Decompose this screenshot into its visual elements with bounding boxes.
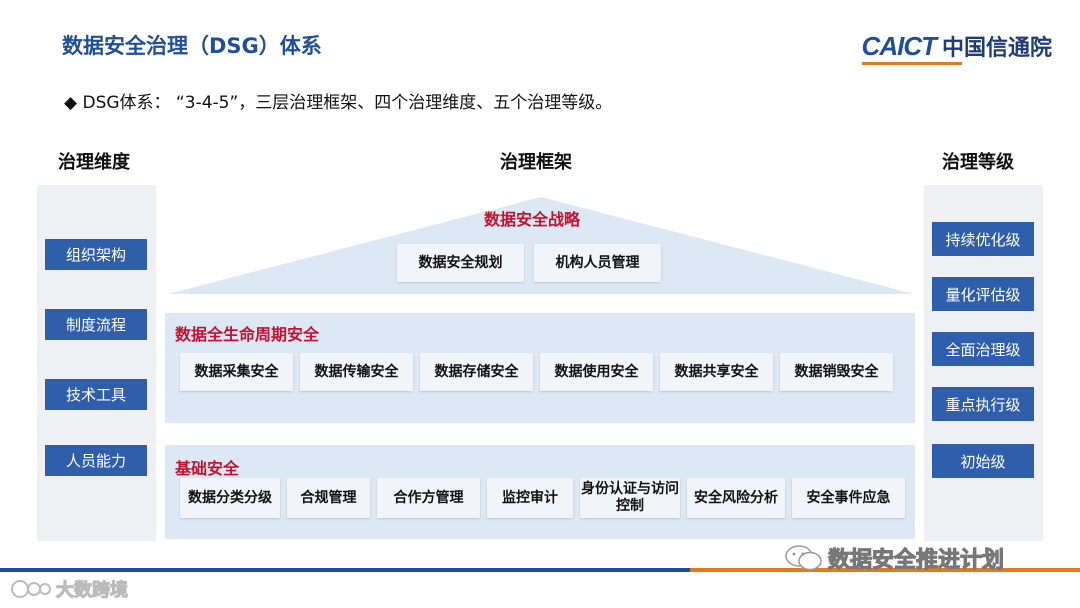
dimension-item: 技术工具	[45, 379, 147, 410]
foundation-item: 安全事件应急	[792, 478, 905, 518]
lifecycle-item: 数据共享安全	[660, 353, 773, 391]
lifecycle-item: 数据采集安全	[180, 353, 293, 391]
dimensions-panel: 组织架构 制度流程 技术工具 人员能力	[37, 185, 156, 541]
corner-watermark-text: 大数跨境	[56, 580, 129, 602]
level-item: 初始级	[932, 444, 1034, 478]
logo-underline	[861, 62, 962, 65]
heading-dimensions: 治理维度	[58, 152, 130, 173]
wechat-watermark: 数据安全推进计划	[784, 542, 1005, 574]
dimension-item: 制度流程	[45, 309, 147, 340]
foundation-item: 数据分类分级	[180, 478, 280, 518]
level-item: 全面治理级	[932, 332, 1034, 366]
logo-text-cn: 中国信通院	[941, 36, 1052, 61]
strategy-item: 数据安全规划	[397, 244, 524, 282]
strategy-title: 数据安全战略	[484, 210, 581, 229]
levels-panel: 持续优化级 量化评估级 全面治理级 重点执行级 初始级	[924, 185, 1043, 541]
lifecycle-item: 数据存储安全	[420, 353, 533, 391]
dimension-item: 组织架构	[45, 239, 147, 270]
heading-framework: 治理框架	[500, 152, 572, 173]
subtitle: ◆ DSG体系： “3-4-5”，三层治理框架、四个治理维度、五个治理等级。	[64, 93, 613, 113]
level-item: 重点执行级	[932, 387, 1034, 421]
lifecycle-item: 数据使用安全	[540, 353, 653, 391]
footer-line-blue	[0, 568, 1080, 572]
level-item: 量化评估级	[932, 277, 1034, 311]
caict-logo: CAICT 中国信通院	[861, 30, 1052, 65]
wechat-account-name: 数据安全推进计划	[827, 548, 1005, 574]
foundation-item: 合作方管理	[377, 478, 480, 518]
dimension-item: 人员能力	[45, 445, 147, 476]
wechat-icon	[785, 545, 822, 571]
corner-watermark: 大数跨境	[10, 576, 129, 602]
foundation-item: 安全风险分析	[687, 478, 785, 518]
lifecycle-title: 数据全生命周期安全	[175, 325, 320, 344]
heading-levels: 治理等级	[942, 152, 1014, 173]
strategy-item: 机构人员管理	[534, 244, 661, 282]
foundation-item: 合规管理	[287, 478, 370, 518]
footer-line-orange	[690, 568, 1080, 572]
level-item: 持续优化级	[932, 222, 1034, 256]
lifecycle-item: 数据销毁安全	[780, 353, 893, 391]
lifecycle-item: 数据传输安全	[300, 353, 413, 391]
page-title: 数据安全治理（DSG）体系	[62, 34, 322, 58]
logo-text-en: CAICT	[861, 30, 937, 61]
foundation-item: 身份认证与访问控制	[580, 478, 680, 518]
foundation-title: 基础安全	[175, 459, 240, 478]
brand-mark-icon	[11, 580, 51, 598]
foundation-item: 监控审计	[487, 478, 573, 518]
